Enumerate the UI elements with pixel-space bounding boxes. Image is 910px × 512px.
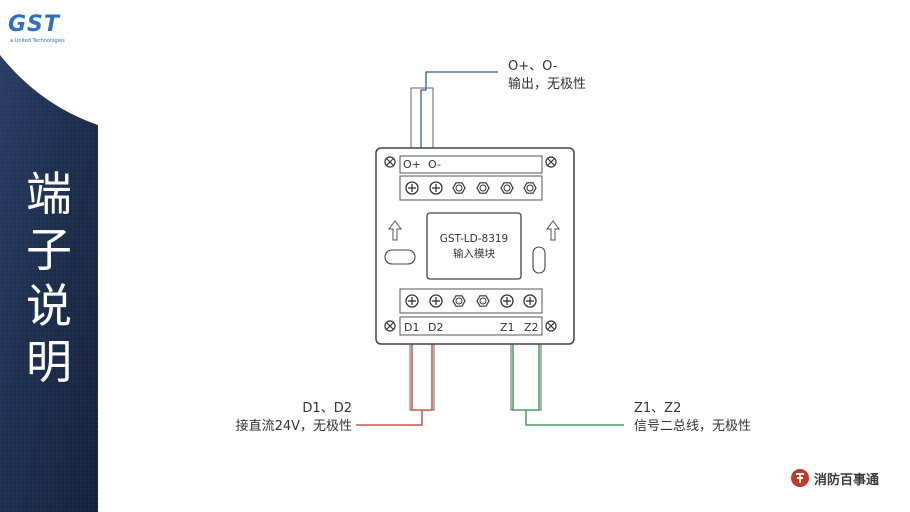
left-band: GST a United Technologies 端 子 说 明 bbox=[0, 0, 98, 512]
terminal-hex-icon bbox=[523, 182, 537, 194]
terminal-hex-icon bbox=[476, 295, 490, 307]
title-char: 说 bbox=[26, 279, 72, 333]
gst-logo: GST a United Technologies bbox=[6, 12, 96, 48]
module-name: 输入模块 bbox=[453, 247, 495, 260]
terminal-hex-icon bbox=[476, 182, 490, 194]
title-char: 明 bbox=[26, 335, 72, 389]
output-annotation: O+、O- 输出，无极性 bbox=[508, 58, 586, 94]
bus-annotation: Z1、Z2 信号二总线，无极性 bbox=[634, 400, 751, 436]
bus-description: 信号二总线，无极性 bbox=[634, 419, 752, 434]
bus-terminals: Z1、Z2 bbox=[634, 401, 682, 416]
corner-screw-icon bbox=[384, 320, 396, 332]
power-wire bbox=[356, 343, 435, 426]
terminal-screw-icon bbox=[405, 294, 419, 308]
title-char: 端 bbox=[26, 167, 72, 221]
power-terminals: D1、D2 bbox=[302, 401, 352, 416]
terminal-screw-icon bbox=[429, 181, 443, 195]
title-char: 子 bbox=[26, 223, 72, 277]
output-wire bbox=[410, 71, 498, 149]
output-description: 输出，无极性 bbox=[508, 77, 587, 92]
terminal-screw-icon bbox=[405, 181, 419, 195]
terminal-label-d2: D2 bbox=[428, 321, 443, 334]
output-terminals: O+、O- bbox=[508, 59, 558, 74]
power-annotation: D1、D2 接直流24V，无极性 bbox=[224, 400, 352, 436]
module-body bbox=[375, 147, 575, 345]
corner-screw-icon bbox=[545, 156, 557, 168]
terminal-screw-icon bbox=[500, 294, 514, 308]
terminal-label-z1: Z1 bbox=[500, 321, 515, 334]
terminal-hex-icon bbox=[452, 182, 466, 194]
left-band-background bbox=[0, 0, 98, 512]
terminal-label-z2: Z2 bbox=[524, 321, 539, 334]
corner-screw-icon bbox=[384, 156, 396, 168]
terminal-label-o-plus: O+ bbox=[403, 158, 421, 171]
terminal-screw-icon bbox=[429, 294, 443, 308]
terminal-screw-icon bbox=[523, 294, 537, 308]
bus-wire bbox=[510, 343, 624, 426]
terminal-label-o-minus: O- bbox=[428, 158, 441, 171]
terminal-label-d1: D1 bbox=[404, 321, 419, 334]
brand-text: 消防百事通 bbox=[814, 472, 880, 488]
module-model: GST-LD-8319 bbox=[440, 233, 509, 245]
page-title: 端 子 说 明 bbox=[14, 166, 84, 390]
terminal-hex-icon bbox=[452, 295, 466, 307]
power-description: 接直流24V，无极性 bbox=[235, 419, 352, 434]
logo-subtitle: a United Technologies bbox=[10, 38, 65, 44]
corner-screw-icon bbox=[545, 320, 557, 332]
logo-text: GST bbox=[8, 12, 60, 37]
brand-icon bbox=[791, 469, 809, 487]
terminal-hex-icon bbox=[500, 182, 514, 194]
brand-logo: 消防百事通 bbox=[790, 466, 879, 490]
